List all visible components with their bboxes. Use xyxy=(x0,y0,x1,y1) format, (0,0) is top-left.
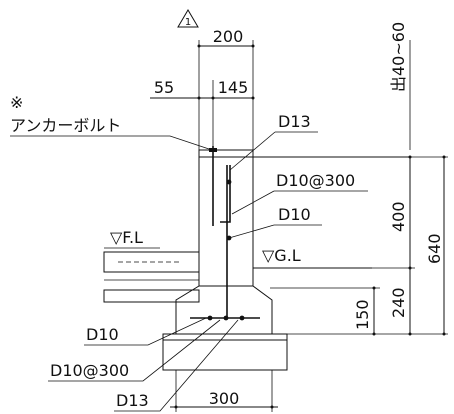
dim-total-height: 640 xyxy=(425,233,444,264)
revision-triangle-icon xyxy=(177,9,199,28)
label-d10-300-upper: D10@300 xyxy=(276,171,355,190)
dim-wall-height: 400 xyxy=(389,201,408,232)
label-d10-mid: D10 xyxy=(278,205,311,224)
dim-foot-height: 240 xyxy=(389,287,408,318)
dim-protrusion: 出40~60 xyxy=(389,22,408,92)
label-anchor-bolt: アンカーボルト xyxy=(10,116,121,135)
top-dimension-group: 1 200 55 145 xyxy=(150,9,255,150)
right-dimension-group: 出40~60 400 640 240 150 xyxy=(253,22,448,336)
label-d13-bottom: D13 xyxy=(116,391,149,410)
label-d13-top: D13 xyxy=(278,112,311,131)
dim-slab-height: 150 xyxy=(353,299,372,330)
dim-left-offset: 55 xyxy=(154,78,174,97)
annotation-group: ※ アンカーボルト D13 D10@300 D10 ▽F.L ▽G.L D10 … xyxy=(10,93,368,412)
dim-right-offset: 145 xyxy=(218,78,249,97)
dim-base-width: 300 xyxy=(209,389,240,408)
label-d10-lower: D10 xyxy=(86,325,119,344)
label-ground-level: ▽G.L xyxy=(262,246,301,265)
dim-top-total: 200 xyxy=(213,27,244,46)
label-floor-level: ▽F.L xyxy=(110,228,143,247)
revision-mark: 1 xyxy=(185,17,191,28)
label-d10-300-lower: D10@300 xyxy=(50,361,129,380)
foundation-structure xyxy=(103,146,410,371)
bottom-dimension-group: 300 xyxy=(170,370,278,412)
note-mark: ※ xyxy=(10,93,23,112)
